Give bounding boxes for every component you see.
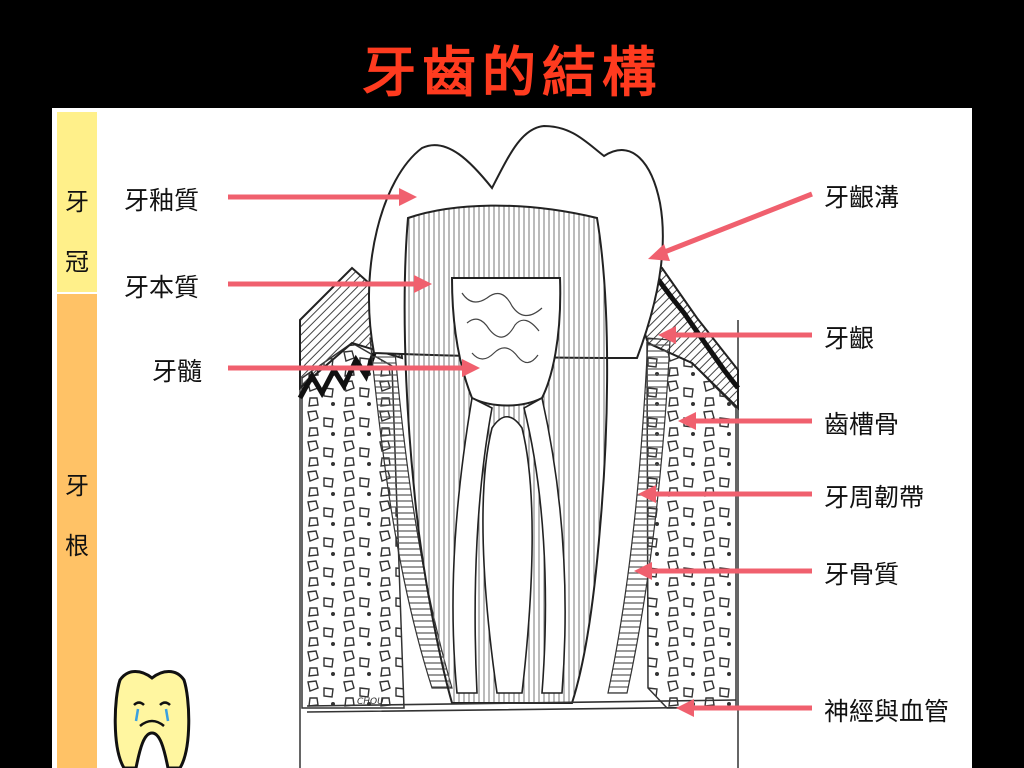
root-furcation <box>482 415 533 694</box>
nerve-vessel-line <box>306 699 737 713</box>
arrow-pdl-head <box>638 485 656 503</box>
arrow-gingival-sulcus-head <box>648 244 670 261</box>
label-gingival-sulcus: 牙齦溝 <box>824 183 900 212</box>
arrow-dentin-head <box>414 275 432 293</box>
root-band: 牙 根 <box>57 294 97 768</box>
page-title: 牙齒的結構 <box>362 40 662 104</box>
crown-band: 牙 冠 <box>57 112 97 292</box>
arrow-gingiva-head <box>658 326 676 344</box>
label-cementum: 牙骨質 <box>824 560 900 589</box>
pulp-texture <box>461 292 543 364</box>
tooth-diagram: CHOU <box>113 124 813 768</box>
crown-band-char-2: 冠 <box>65 248 89 276</box>
arrow-enamel-head <box>399 188 417 206</box>
root-band-char-2: 根 <box>65 532 89 560</box>
label-pulp: 牙髓 <box>152 357 203 386</box>
label-periodontal-ligament: 牙周韌帶 <box>824 483 925 512</box>
signature: CHOU <box>357 697 384 707</box>
root-canal-left <box>452 396 493 694</box>
crying-tooth-icon <box>113 670 191 768</box>
label-dentin: 牙本質 <box>124 273 200 302</box>
label-nerves-vessels: 神經與血管 <box>824 697 950 726</box>
arrows <box>228 188 813 717</box>
periodontal-ligament-right <box>607 337 671 694</box>
root-band-char-1: 牙 <box>65 472 89 500</box>
diagram-panel: 牙 冠 牙 根 <box>52 108 972 768</box>
pulp <box>450 277 562 407</box>
arrow-gingival-sulcus <box>661 191 813 256</box>
label-alveolar-bone: 齒槽骨 <box>824 410 900 439</box>
arrow-cementum-head <box>634 562 652 580</box>
label-gingiva: 牙齦 <box>824 324 875 353</box>
arrow-alveolar-bone-head <box>678 412 696 430</box>
label-enamel: 牙釉質 <box>124 186 200 215</box>
root-canal-right <box>523 396 566 694</box>
gum-edge-left <box>297 352 377 400</box>
crown-band-char-1: 牙 <box>65 188 89 216</box>
arrow-nerves-head <box>676 699 694 717</box>
arrow-pulp-head <box>462 359 480 377</box>
